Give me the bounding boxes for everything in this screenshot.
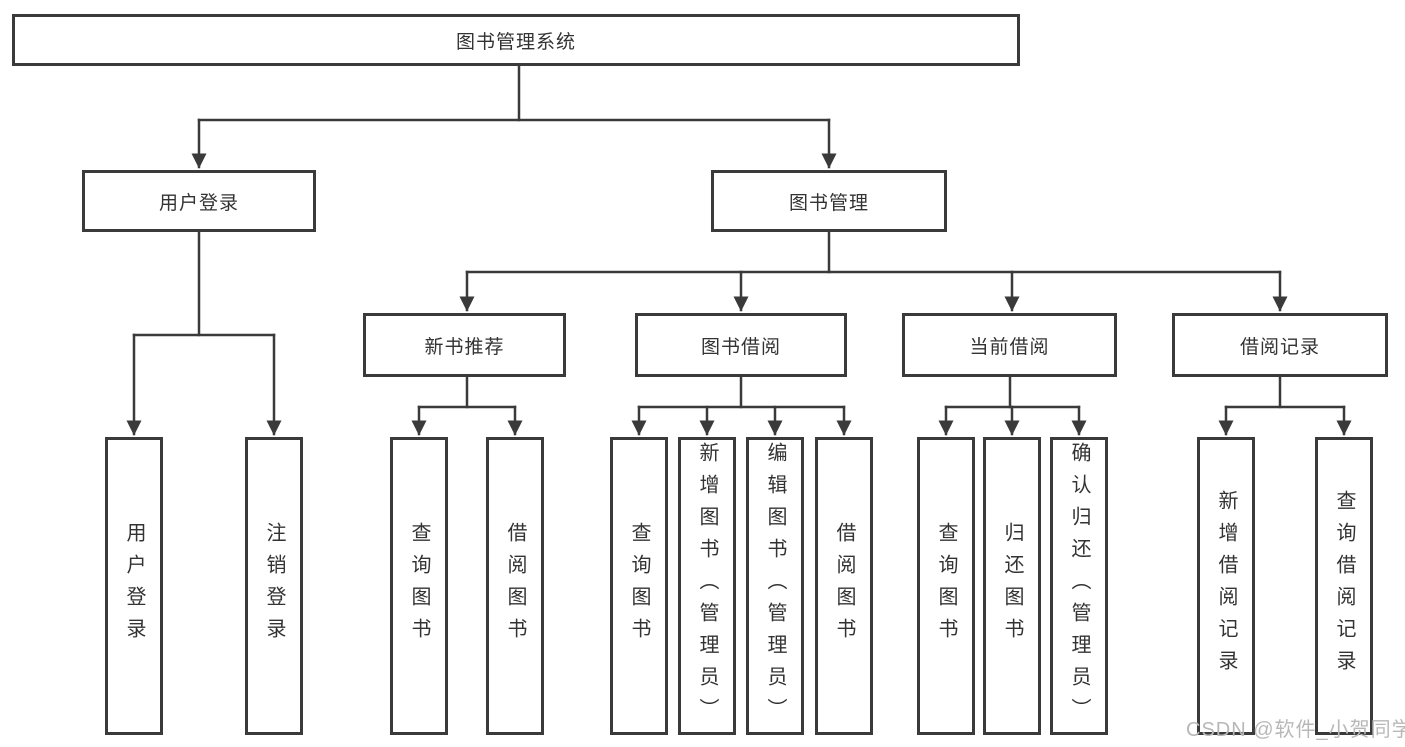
node-book-management: 图书管理 [711,170,947,232]
connector-current-to-leaves [938,375,1087,436]
leaf-confirm-return-admin: 确认归还（管理员） [1050,437,1108,735]
node-label: 归还图书 [1001,522,1023,650]
leaf-user-login: 用户登录 [105,437,163,735]
node-label: 编辑图书（管理员） [764,442,786,730]
node-label: 图书管理系统 [455,31,576,53]
leaf-query-books-recommendation: 查询图书 [390,437,448,735]
node-label: 新增借阅记录 [1215,490,1237,682]
node-label: 图书管理 [788,192,869,214]
leaf-query-borrowing-record: 查询借阅记录 [1315,437,1373,735]
leaf-query-books-borrowing: 查询图书 [610,437,668,735]
leaf-borrow-books: 借阅图书 [815,437,873,735]
connector-records-to-leaves [1218,375,1352,436]
node-borrowing-records: 借阅记录 [1172,313,1388,377]
leaf-add-borrowing-record: 新增借阅记录 [1197,437,1255,735]
node-label: 借阅记录 [1239,336,1320,358]
leaf-add-books-admin: 新增图书（管理员） [678,437,736,735]
node-current-borrowing: 当前借阅 [902,313,1117,377]
node-user-login: 用户登录 [82,170,316,232]
leaf-borrow-books-recommendation: 借阅图书 [486,437,544,735]
connector-borrowing-to-leaves [631,375,852,436]
node-book-borrowing: 图书借阅 [635,313,847,377]
node-label: 注销登录 [263,522,285,650]
connector-root-to-level2 [191,64,837,169]
node-label: 新书推荐 [424,336,505,358]
node-label: 查询图书 [408,522,430,650]
node-label: 新增图书（管理员） [696,442,718,730]
node-library-management-system: 图书管理系统 [12,14,1020,66]
connector-recommendation-to-leaves [411,375,523,436]
node-label: 当前借阅 [969,336,1050,358]
node-label: 查询图书 [935,522,957,650]
csdn-watermark: CSDN @软件_小贺同学 [1186,719,1405,741]
node-label: 用户登录 [158,192,239,214]
connector-mgmt-to-level3 [459,230,1288,312]
node-label: 查询图书 [628,522,650,650]
node-label: 借阅图书 [504,522,526,650]
leaf-logout: 注销登录 [245,437,303,735]
node-label: 借阅图书 [833,522,855,650]
node-label: 查询借阅记录 [1333,490,1355,682]
leaf-return-books: 归还图书 [983,437,1041,735]
leaf-edit-books-admin: 编辑图书（管理员） [746,437,804,735]
leaf-query-books-current: 查询图书 [917,437,975,735]
node-new-book-recommendation: 新书推荐 [363,313,566,377]
node-label: 用户登录 [123,522,145,650]
connector-login-to-leaves [126,230,282,436]
node-label: 图书借阅 [700,336,781,358]
node-label: 确认归还（管理员） [1068,442,1090,730]
